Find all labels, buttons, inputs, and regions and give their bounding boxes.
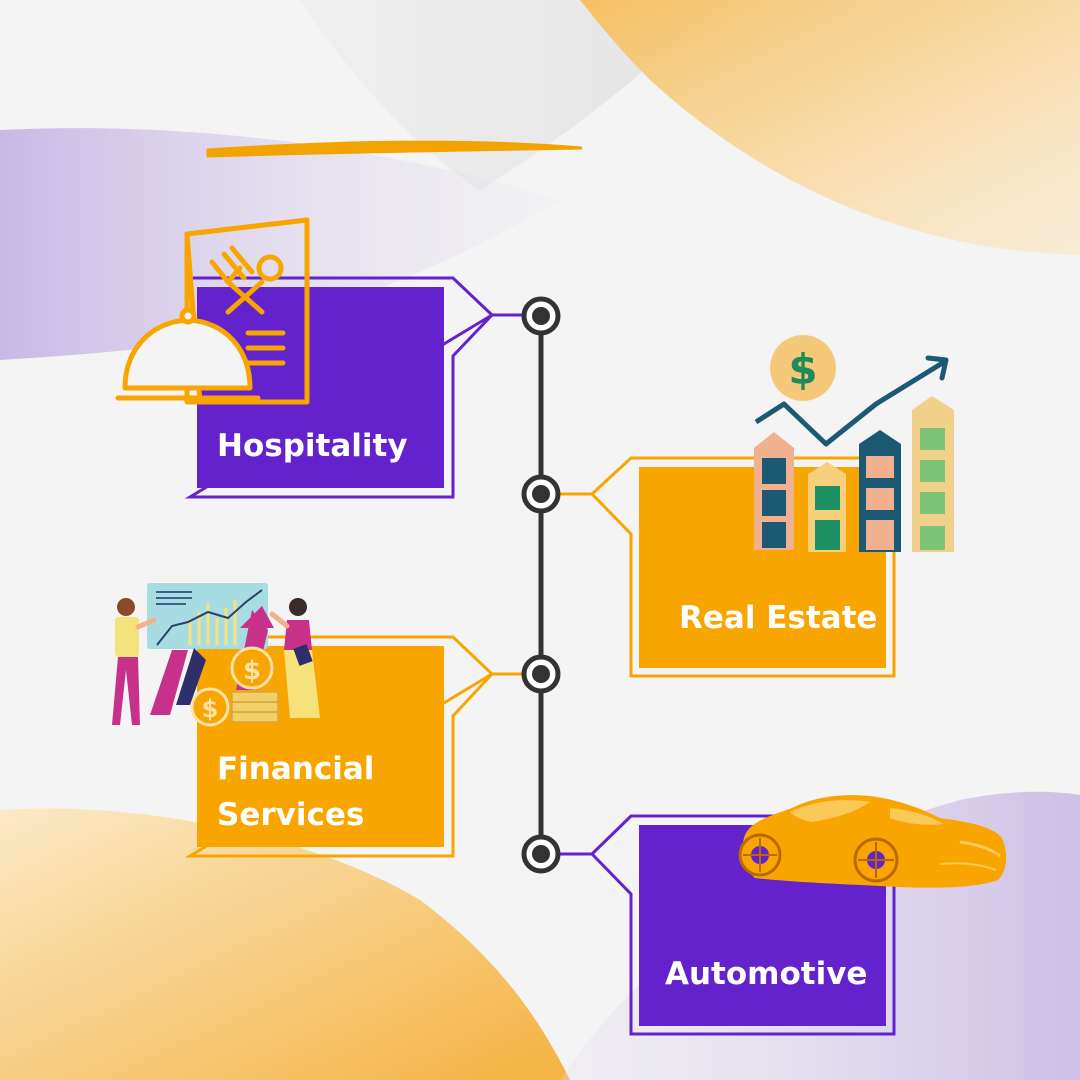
item-automotive: Automotive [559,795,1007,1036]
automotive-label: Automotive [665,956,867,992]
svg-text:$: $ [243,656,261,686]
restaurant-menu-cloche-icon [115,217,310,405]
financial-team-chart-icon: $ $ [112,583,320,727]
financial-services-label: Financial Services [217,751,385,833]
timeline-nodes [521,296,561,874]
item-hospitality: Hospitality [115,217,523,499]
item-real-estate: $ Real Estate [559,335,954,678]
timeline-node-financial-services [521,654,561,694]
hospitality-label: Hospitality [217,428,408,464]
item-financial-services: $ $ Financial Services [112,583,523,858]
automotive-connector [559,814,896,1036]
real-estate-label: Real Estate [679,600,877,636]
real-estate-growth-buildings-icon: $ [754,335,954,552]
sports-car-icon [738,795,1007,888]
svg-text:$: $ [202,695,219,723]
timeline-node-real-estate [521,474,561,514]
timeline-node-automotive [521,834,561,874]
real-estate-connector [559,456,896,678]
timeline-node-hospitality [521,296,561,336]
svg-text:$: $ [788,345,817,394]
